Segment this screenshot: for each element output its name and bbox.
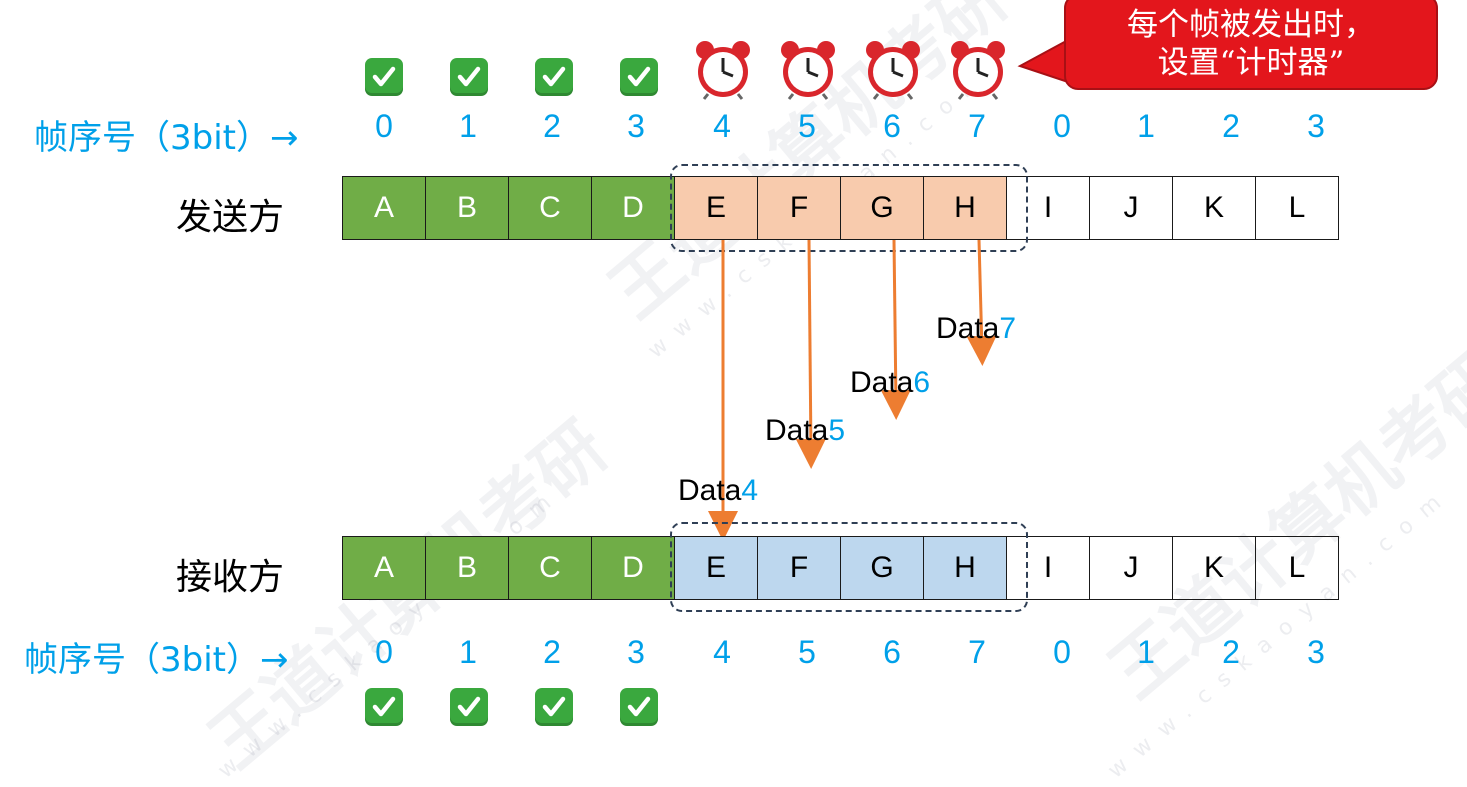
receiver-label: 接收方 xyxy=(176,557,285,598)
seq-number: 4 xyxy=(713,108,731,144)
callout-line-1: 每个帧被发出时， xyxy=(1127,7,1375,43)
data-number: 4 xyxy=(741,474,759,507)
data-label-4: Data4 xyxy=(678,474,758,508)
frame-cell: K xyxy=(1172,536,1256,600)
frame-cell: A xyxy=(342,176,426,240)
check-icon xyxy=(365,58,403,96)
seq-number: 2 xyxy=(543,108,561,144)
receiver-seq-label: 帧序号（3bit）→ xyxy=(24,640,289,680)
frame-cell: E xyxy=(674,176,758,240)
receiver-frame-row: A B C D E F G H I J K L xyxy=(342,536,1339,600)
sender-window xyxy=(670,164,1028,252)
check-icon xyxy=(535,58,573,96)
seq-number: 1 xyxy=(459,108,477,144)
frame-cell: F xyxy=(757,176,841,240)
alarm-clock-icon xyxy=(866,41,920,100)
frame-cell: F xyxy=(757,536,841,600)
seq-number: 1 xyxy=(459,634,477,670)
frame-cell: L xyxy=(1255,176,1339,240)
seq-number: 6 xyxy=(883,634,901,670)
timer-callout: 每个帧被发出时， 设置“计时器” xyxy=(1064,0,1438,90)
frame-cell: D xyxy=(591,176,675,240)
data-label-6: Data6 xyxy=(850,366,930,400)
data-number: 6 xyxy=(913,366,931,399)
frame-cell: D xyxy=(591,536,675,600)
seq-number: 3 xyxy=(627,108,645,144)
seq-number: 0 xyxy=(375,634,393,670)
data-number: 5 xyxy=(828,414,846,447)
seq-number: 0 xyxy=(375,108,393,144)
frame-cell: J xyxy=(1089,536,1173,600)
frame-cell: G xyxy=(840,536,924,600)
data-label-7: Data7 xyxy=(936,312,1016,346)
frame-cell: H xyxy=(923,536,1007,600)
seq-number: 7 xyxy=(968,108,986,144)
data-word: Data xyxy=(678,474,742,507)
seq-number: 0 xyxy=(1053,108,1071,144)
alarm-clock-icon xyxy=(696,41,750,100)
data-word: Data xyxy=(936,312,1000,345)
alarm-clock-icon xyxy=(951,41,1005,100)
sender-seq-label: 帧序号（3bit）→ xyxy=(34,118,299,158)
seq-number: 5 xyxy=(798,634,816,670)
seq-number: 2 xyxy=(1222,108,1240,144)
seq-number: 6 xyxy=(883,108,901,144)
callout-line-2: 设置“计时器” xyxy=(1157,45,1345,81)
frame-cell: A xyxy=(342,536,426,600)
check-icon xyxy=(535,688,573,726)
seq-number: 2 xyxy=(543,634,561,670)
arrow-data5 xyxy=(795,239,826,469)
seq-number: 1 xyxy=(1137,108,1155,144)
sender-frame-row: A B C D E F G H I J K L xyxy=(342,176,1339,240)
seq-number: 5 xyxy=(798,108,816,144)
seq-number: 4 xyxy=(713,634,731,670)
arrow-data7 xyxy=(966,239,997,366)
seq-number: 2 xyxy=(1222,634,1240,670)
frame-cell: C xyxy=(508,536,592,600)
frame-cell: B xyxy=(425,176,509,240)
transmission-arrows xyxy=(708,239,997,541)
alarm-clock-icon xyxy=(781,41,835,100)
seq-number: 7 xyxy=(968,634,986,670)
frame-cell: G xyxy=(840,176,924,240)
seq-number: 3 xyxy=(1307,108,1325,144)
frame-cell: L xyxy=(1255,536,1339,600)
check-icon xyxy=(450,688,488,726)
arrow-data6 xyxy=(880,239,911,420)
data-label-5: Data5 xyxy=(765,414,845,448)
receiver-window xyxy=(670,522,1028,612)
check-icon xyxy=(365,688,403,726)
data-number: 7 xyxy=(999,312,1017,345)
sender-label: 发送方 xyxy=(176,197,285,238)
data-word: Data xyxy=(765,414,829,447)
seq-number: 3 xyxy=(627,634,645,670)
data-word: Data xyxy=(850,366,914,399)
seq-number: 3 xyxy=(1307,634,1325,670)
frame-cell: C xyxy=(508,176,592,240)
frame-cell: E xyxy=(674,536,758,600)
check-icon xyxy=(620,58,658,96)
seq-number: 0 xyxy=(1053,634,1071,670)
check-icon xyxy=(450,58,488,96)
frame-cell: B xyxy=(425,536,509,600)
seq-number: 1 xyxy=(1137,634,1155,670)
check-icon xyxy=(620,688,658,726)
